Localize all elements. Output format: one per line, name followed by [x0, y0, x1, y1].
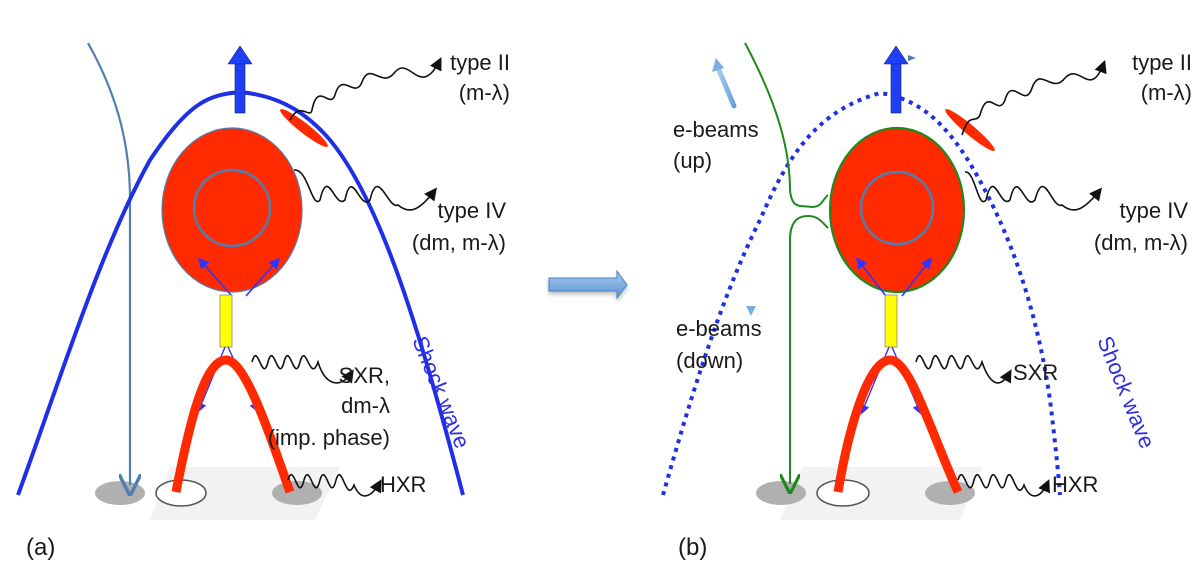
type2-wave [289, 57, 442, 121]
label-sxr-freq-a: dm-λ [341, 393, 390, 418]
outflow-right [245, 257, 281, 297]
label-type2-freq-a: (m-λ) [459, 80, 510, 105]
outflow-right [901, 257, 932, 297]
shock-wave [661, 90, 1062, 496]
label-shock-a: Shock wave [407, 333, 475, 452]
panel-a: type II (m-λ) type IV (dm, m-λ) SXR, dm-… [16, 42, 510, 561]
outflow-left [856, 257, 887, 297]
right-arrow-icon [548, 269, 628, 300]
flux-rope-inner-loop [859, 170, 935, 246]
footpoint-left [95, 481, 145, 505]
label-shock-b: Shock wave [1092, 333, 1160, 452]
flux-rope [828, 126, 966, 294]
photosphere-plane [780, 467, 982, 520]
open-field-line [87, 42, 130, 485]
outflow-left [197, 257, 233, 297]
cme-direction-arrow [227, 45, 253, 114]
type2-source [280, 109, 328, 147]
label-ebeams-down-dir: (down) [676, 348, 743, 373]
type4-wave [964, 171, 1102, 211]
hxr-wave [287, 473, 382, 497]
type2-source [945, 109, 995, 151]
ebeam-down-arrow [746, 268, 756, 316]
footpoint-left [756, 481, 806, 505]
hxr-wave [957, 473, 1050, 497]
ebeam-up-arrow [712, 58, 737, 109]
label-ebeams-up-dir: (up) [673, 148, 712, 173]
flux-rope [161, 127, 303, 293]
current-sheet [219, 294, 233, 348]
flare-loop [833, 355, 963, 494]
label-type4-b: type IV [1120, 198, 1189, 223]
flux-rope-inner-loop [192, 168, 272, 248]
label-ebeams-down: e-beams [676, 316, 762, 341]
footpoint-right [925, 481, 975, 505]
label-type2-freq-b: (m-λ) [1141, 80, 1192, 105]
rope-direction-tick [235, 168, 243, 174]
green-field-line-upper [744, 42, 829, 209]
label-ebeams-up: e-beams [673, 117, 759, 142]
label-hxr-a: HXR [380, 472, 426, 497]
flare-loop [171, 355, 295, 494]
type2-wave [961, 60, 1107, 136]
cme-direction-arrow [883, 45, 916, 114]
small-arrowhead [908, 55, 916, 61]
photosphere-plane [150, 467, 340, 520]
label-type2-b: type II [1132, 50, 1192, 75]
label-hxr-b: HXR [1052, 472, 1098, 497]
sxr-wave [915, 354, 1012, 384]
green-field-line-lower [790, 214, 829, 484]
label-sxr-a: SXR, [339, 363, 390, 388]
sxr-wave [251, 354, 354, 384]
current-sheet [884, 294, 898, 348]
panel-label-b: (b) [678, 534, 707, 561]
label-type4-freq-b: (dm, m-λ) [1094, 230, 1188, 255]
label-sxr-b: SXR [1013, 360, 1058, 385]
label-sxr-phase-a: (imp. phase) [268, 425, 390, 450]
label-type4-freq-a: (dm, m-λ) [412, 230, 506, 255]
label-type4-a: type IV [438, 198, 507, 223]
type4-wave [293, 169, 437, 211]
label-type2-a: type II [450, 50, 510, 75]
panel-b: type II (m-λ) type IV (dm, m-λ) e-beams … [661, 42, 1192, 561]
panel-label-a: (a) [26, 534, 55, 561]
